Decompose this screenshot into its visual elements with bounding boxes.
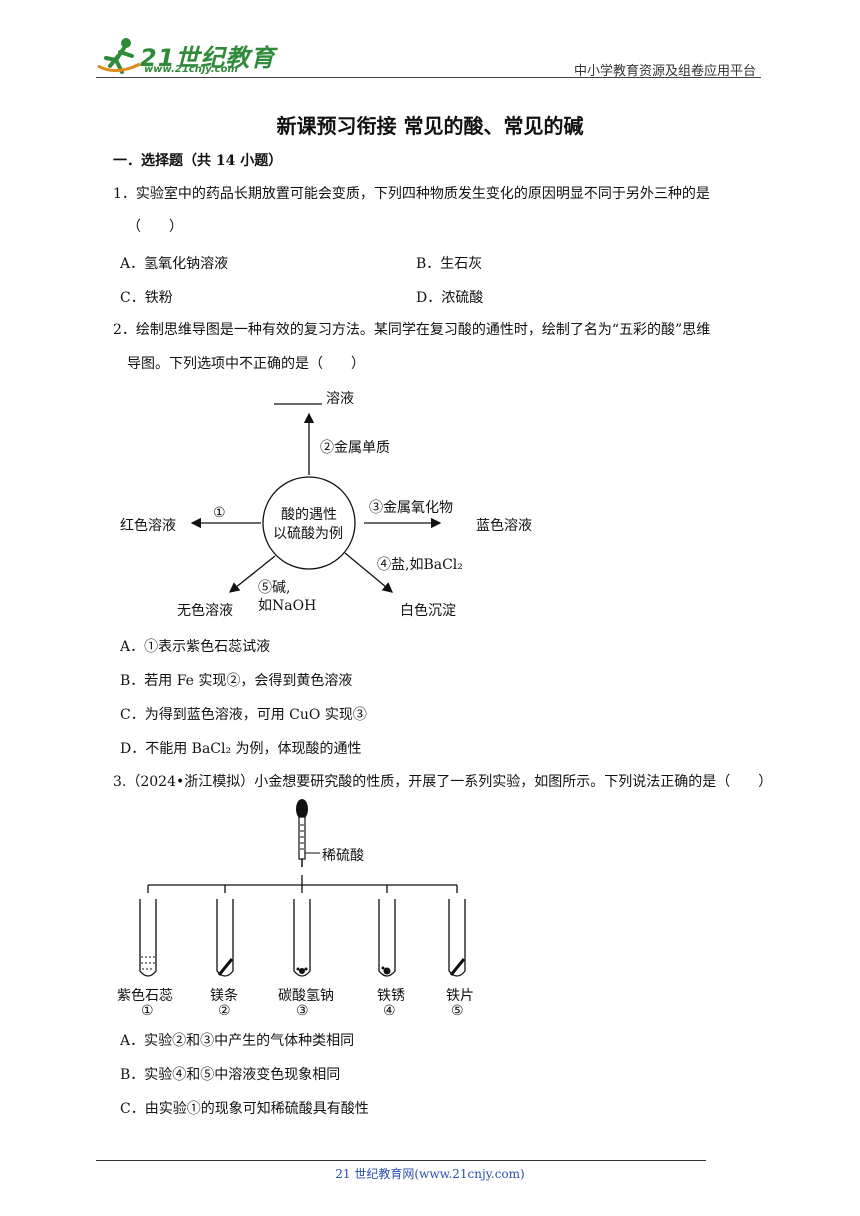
footer-text[interactable]: 21 世纪教育网(www.21cnjy.com) [335, 1167, 525, 1181]
tube-4-name: 铁锈 [377, 988, 405, 1004]
mind-map-diagram [190, 403, 442, 593]
dropper-bulb [296, 799, 308, 819]
test-tube-5 [448, 899, 466, 977]
diagram-center-line2: 以硫酸为例 [273, 526, 343, 542]
test-tube-apparatus [139, 799, 466, 977]
diagram-br-arrow-label: ④盐,如BaCl₂ [377, 557, 463, 573]
q3-option-c: C．由实验①的现象可知稀硫酸具有酸性 [120, 1101, 369, 1117]
test-tube-3 [293, 899, 311, 977]
tube-2-name: 镁条 [210, 988, 238, 1004]
diagram-left-arrow-label: ① [213, 505, 226, 521]
test-tube-4 [378, 899, 396, 977]
runner-logo-icon [97, 38, 141, 74]
diagram-right-arrow-label: ③金属氧化物 [369, 500, 453, 516]
diagram-bl-result: 无色溶液 [177, 603, 233, 619]
dropper-tube [298, 816, 306, 860]
q1-stem-line1: 1．实验室中的药品长期放置可能会变质，下列四种物质发生变化的原因明显不同于另外三… [113, 186, 710, 202]
diagram-left-result: 红色溶液 [120, 518, 176, 534]
header-logo [96, 36, 142, 76]
diagram-top-label: 溶液 [326, 391, 354, 407]
q2-stem-line2: 导图。下列选项中不正确的是（ ） [127, 356, 365, 372]
tube-2-num: ② [218, 1003, 231, 1019]
reagent-label: 稀硫酸 [322, 848, 364, 864]
arrow-bottom-left [228, 555, 276, 593]
diagram-center-line1: 酸的遇性 [281, 507, 337, 523]
tube-3-num: ③ [296, 1003, 309, 1019]
diagram-bl-arrow-label-2: 如NaOH [258, 598, 317, 614]
test-tube-2 [216, 899, 234, 977]
q3-stem: 3.（2024•浙江模拟）小金想要研究酸的性质，开展了一系列实验，如图所示。下列… [113, 774, 773, 790]
diagram-right-result: 蓝色溶液 [476, 518, 532, 534]
platform-name: 中小学教育资源及组卷应用平台 [573, 64, 756, 79]
tube-5-name: 铁片 [446, 988, 474, 1004]
q1-option-c: C．铁粉 [120, 290, 173, 306]
tube-1-name: 紫色石蕊 [117, 988, 173, 1004]
q2-option-a: A．①表示紫色石蕊试液 [120, 639, 271, 655]
header-divider [96, 77, 761, 78]
q2-option-b: B．若用 Fe 实现②，会得到黄色溶液 [120, 673, 353, 689]
diagram-top-arrow-label: ②金属单质 [320, 440, 390, 456]
arrow-bottom-right [344, 552, 394, 593]
test-tube-1 [139, 899, 157, 977]
tube-1-num: ① [141, 1003, 154, 1019]
center-circle [262, 476, 356, 570]
section-heading: 一．选择题（共 14 小题） [113, 153, 283, 169]
q1-stem-line2: （ ） [127, 219, 183, 235]
page-title: 新课预习衔接 常见的酸、常见的碱 [276, 114, 584, 138]
q2-option-c: C．为得到蓝色溶液，可用 CuO 实现③ [120, 707, 367, 723]
diagram-bl-arrow-label-1: ⑤碱, [258, 580, 291, 596]
q3-option-b: B．实验④和⑤中溶液变色现象相同 [120, 1067, 341, 1083]
diagram-br-result: 白色沉淀 [400, 603, 456, 619]
q3-option-a: A．实验②和③中产生的气体种类相同 [120, 1033, 355, 1049]
q2-option-d: D．不能用 BaCl₂ 为例，体现酸的通性 [120, 741, 362, 757]
logo-text: 21世纪教育 [140, 44, 276, 72]
q1-option-a: A．氢氧化钠溶液 [120, 256, 229, 272]
q1-option-b: B．生石灰 [416, 256, 483, 272]
footer-divider [96, 1160, 706, 1161]
logo-url: www.21cnjy.com [144, 64, 238, 75]
q1-option-d: D．浓硫酸 [416, 290, 484, 306]
tube-5-num: ⑤ [451, 1003, 464, 1019]
q2-stem-line1: 2．绘制思维导图是一种有效的复习方法。某同学在复习酸的通性时，绘制了名为“五彩的… [113, 322, 711, 338]
tube-4-num: ④ [383, 1003, 396, 1019]
tube-3-name: 碳酸氢钠 [278, 988, 334, 1004]
